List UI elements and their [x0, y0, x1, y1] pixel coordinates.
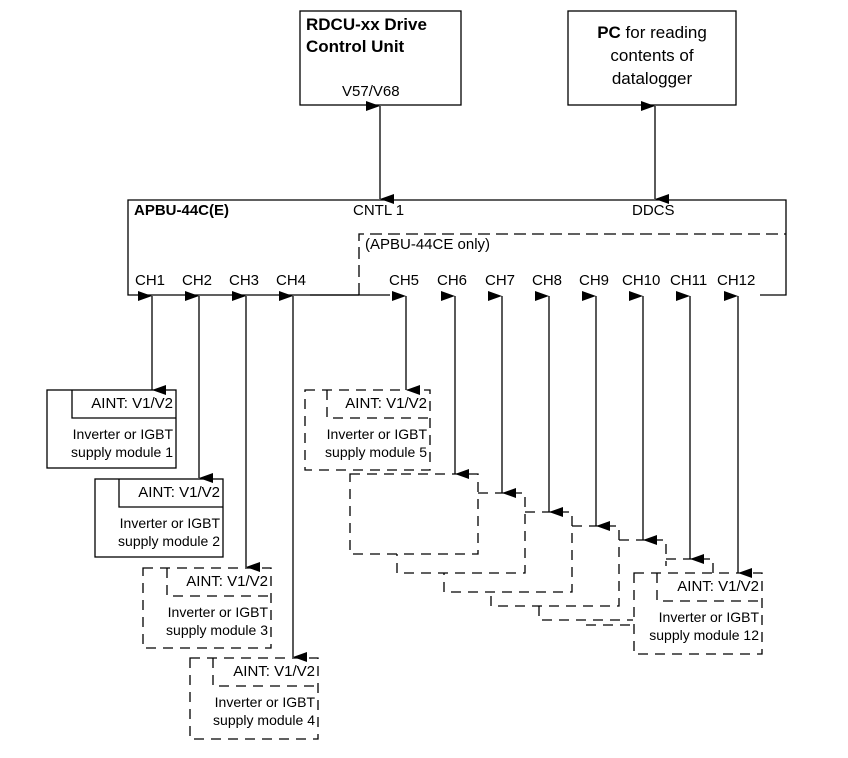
module-1-line1: Inverter or IGBT [72, 426, 173, 442]
channel-label: CH7 [485, 272, 516, 289]
module-12-line2: supply module 12 [649, 627, 759, 643]
module-7-box [396, 492, 526, 574]
module-8-box [443, 511, 573, 593]
rdcu-title-line1: RDCU-xx Drive [306, 15, 427, 34]
rdcu-port-label: V57/V68 [342, 83, 400, 100]
module-12-aint-box [656, 573, 762, 602]
module-9-box [490, 525, 620, 607]
module-5-line1: Inverter or IGBT [326, 426, 427, 442]
module-3-line1: Inverter or IGBT [167, 604, 268, 620]
module-3-box [142, 567, 272, 649]
module-5-line2: supply module 5 [325, 444, 427, 460]
apbu-box [127, 199, 787, 296]
apbu-title: APBU-44C(E) [134, 202, 230, 219]
module-3-line2: supply module 3 [166, 622, 268, 638]
module-1-aint-box [71, 390, 176, 419]
channel-label: CH6 [437, 272, 468, 289]
module-12-box [633, 572, 763, 655]
module-10-bottom [538, 606, 633, 621]
module-2-box [94, 478, 224, 558]
ce-only-region [358, 233, 786, 295]
pc-title-rest: for reading [620, 23, 707, 42]
module-1-box [46, 389, 177, 469]
channel-label: CH10 [622, 272, 661, 289]
module-4-aint-box [212, 658, 318, 687]
channel-label: CH11 [670, 272, 708, 289]
channel-label: CH9 [579, 272, 610, 289]
module-2-line1: Inverter or IGBT [119, 515, 220, 531]
module-2-aint-box [118, 479, 223, 508]
cntl-label: CNTL 1 [353, 202, 405, 219]
ce-only-label: (APBU-44CE only) [365, 236, 491, 253]
channel-label: CH2 [182, 272, 213, 289]
pc-title-bold: PC [597, 23, 621, 42]
channel-label: CH4 [276, 272, 307, 289]
module-4-line1: Inverter or IGBT [214, 694, 315, 710]
module-3-aint: AINT: V1/V2 [186, 573, 268, 590]
module-12-aint: AINT: V1/V2 [677, 578, 759, 595]
module-6-box [349, 473, 479, 555]
module-4-aint: AINT: V1/V2 [233, 663, 315, 680]
module-12-line1: Inverter or IGBT [658, 609, 759, 625]
module-11-box [666, 558, 714, 573]
module-3-aint-box [166, 568, 271, 597]
module-1-line2: supply module 1 [71, 444, 173, 460]
pc-title: PC for reading [568, 22, 736, 43]
channel-label: CH1 [135, 272, 166, 289]
channel-label: CH3 [229, 272, 260, 289]
module-2-aint: AINT: V1/V2 [138, 484, 220, 501]
rdcu-title-line2: Control Unit [306, 37, 405, 56]
module-1-aint: AINT: V1/V2 [91, 395, 173, 412]
module-10-box [619, 539, 667, 566]
module-5-aint-box [326, 390, 430, 419]
channel-label: CH5 [389, 272, 420, 289]
pc-line2: contents of [610, 46, 694, 65]
channel-label: CH8 [532, 272, 563, 289]
module-4-box [189, 657, 319, 740]
ddcs-label: DDCS [632, 202, 675, 219]
module-5-aint: AINT: V1/V2 [345, 395, 427, 412]
channel-label: CH12 [717, 272, 756, 289]
pc-line3: datalogger [611, 69, 693, 88]
module-2-line2: supply module 2 [118, 533, 220, 549]
module-4-line2: supply module 4 [213, 712, 315, 728]
